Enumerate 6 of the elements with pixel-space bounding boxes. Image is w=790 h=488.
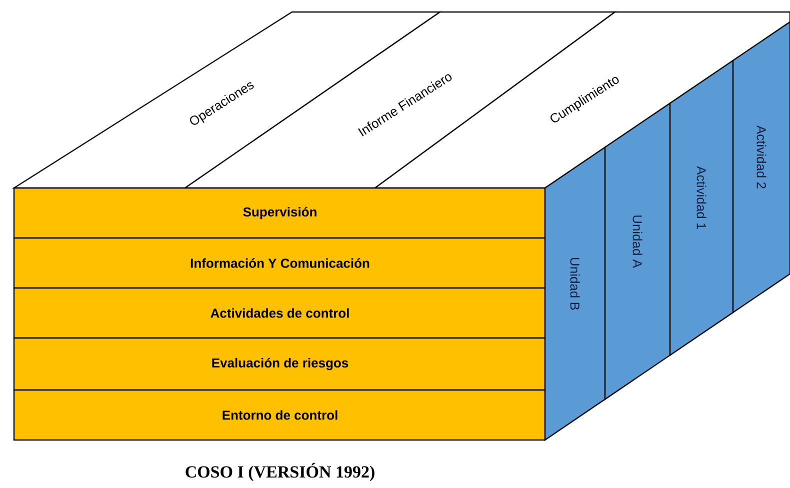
component-row: Evaluación de riesgos	[13, 337, 546, 391]
component-row: Supervisión	[13, 187, 546, 239]
component-row: Información Y Comunicación	[13, 237, 546, 289]
component-row: Entorno de control	[13, 389, 546, 441]
caption: COSO I (VERSIÓN 1992)	[186, 462, 374, 482]
component-row: Actividades de control	[13, 287, 546, 339]
